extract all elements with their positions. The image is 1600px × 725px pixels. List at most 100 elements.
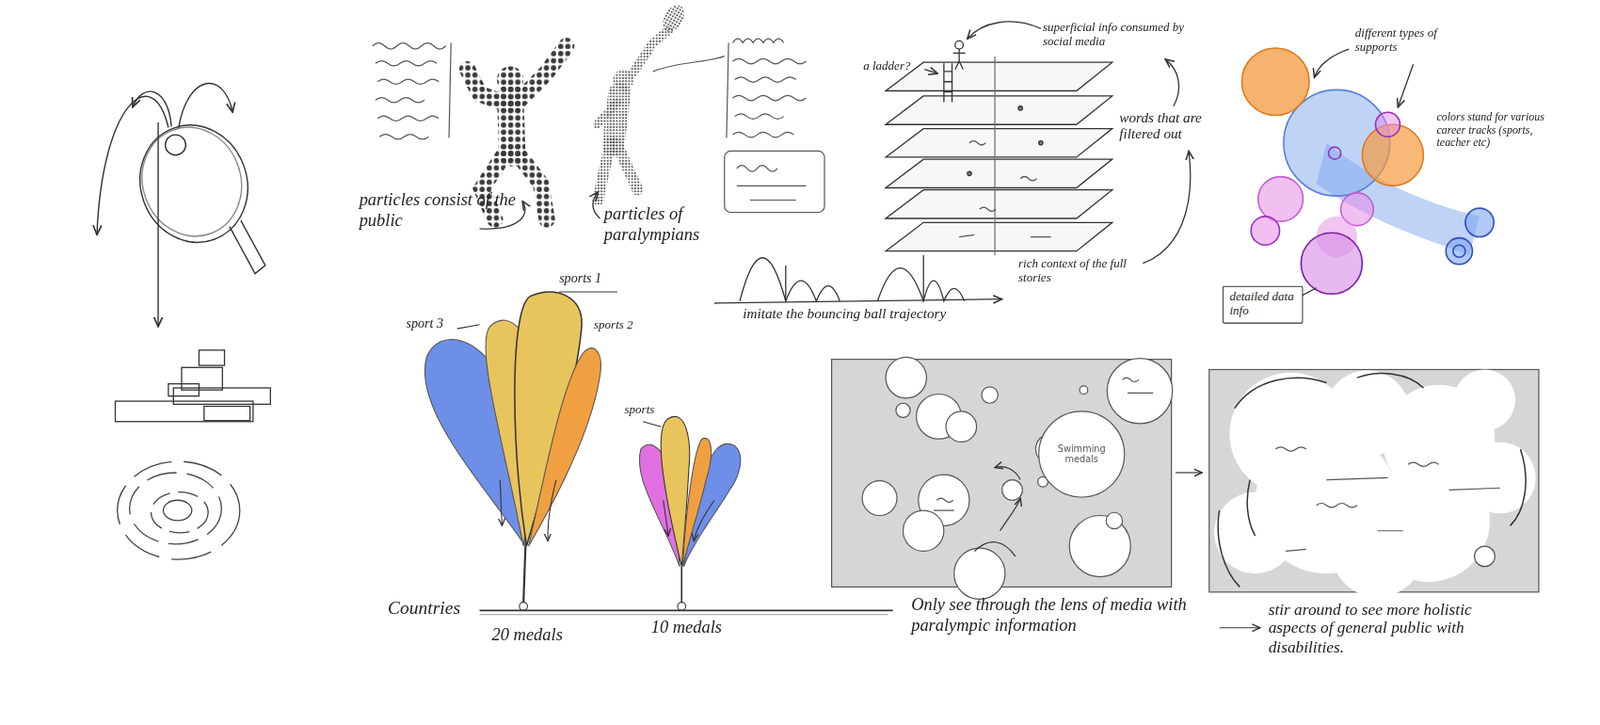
medal-flowers <box>480 613 889 615</box>
support-blobs <box>1453 244 1466 257</box>
layer-stack <box>885 128 1113 158</box>
media-lens-panel <box>945 411 977 443</box>
media-lens-panel <box>999 497 1021 531</box>
media-lens-panel <box>1079 385 1088 395</box>
annotation: particles of paralympians <box>604 204 758 244</box>
support-blobs <box>1241 48 1310 116</box>
medal-flowers <box>480 609 894 612</box>
layer-stack <box>885 222 1113 251</box>
layer-stack <box>1039 141 1043 145</box>
text-squiggles <box>377 115 439 121</box>
annotation: Countries <box>387 596 461 618</box>
bubble-outline <box>1038 410 1126 498</box>
text-squiggles <box>726 43 729 139</box>
public-figure <box>517 153 547 220</box>
paddle-sketch <box>157 122 159 327</box>
layer-stack <box>953 48 966 70</box>
layer-stack <box>885 190 1113 219</box>
stirred-panel <box>1209 368 1539 627</box>
text-squiggles <box>724 150 825 212</box>
text-squiggles <box>732 131 794 137</box>
layer-stack <box>1018 106 1023 111</box>
media-lens-panel <box>862 356 1173 599</box>
text-squiggles <box>377 79 439 84</box>
support-blobs <box>1328 146 1342 160</box>
paralympian-figure <box>616 143 639 191</box>
text-squiggles <box>372 38 825 212</box>
stirred-panel <box>1214 492 1296 575</box>
medal-flowers <box>680 566 683 603</box>
leader-lines <box>592 192 601 219</box>
stacked-blocks <box>115 350 272 422</box>
medal-flowers <box>559 291 618 293</box>
stacked-blocks <box>198 350 224 366</box>
medal-flowers <box>523 545 526 603</box>
text-squiggles <box>750 199 797 201</box>
text-squiggles <box>732 38 784 43</box>
layer-stack <box>959 141 1052 238</box>
media-lens-panel <box>933 377 1153 511</box>
annotation: imitate the bouncing ball trajectory <box>742 305 1010 322</box>
annotation: sports 2 <box>593 318 634 333</box>
bounce-trajectory <box>714 255 1003 304</box>
medal-flowers <box>528 348 602 546</box>
annotation: particles consist of the public <box>359 190 531 230</box>
media-lens-panel <box>1002 480 1024 501</box>
bubble-text-wrap: Swimming medals <box>1045 443 1118 464</box>
layer-stack <box>993 56 995 256</box>
support-blobs <box>1250 216 1280 245</box>
media-lens-panel <box>902 510 944 551</box>
text-squiggles <box>653 56 725 72</box>
stirred-panel <box>1217 372 1526 587</box>
swirl-sketch <box>150 492 208 533</box>
support-blobs <box>1258 176 1304 223</box>
stirred-panel <box>1454 368 1516 431</box>
media-lens-panel <box>1105 512 1122 528</box>
public-figure <box>467 69 509 105</box>
stirred-panel <box>1275 447 1501 552</box>
support-blobs <box>1465 208 1494 237</box>
medal-flowers <box>499 480 502 527</box>
medal-flowers <box>457 324 480 329</box>
text-squiggles <box>736 165 778 173</box>
media-lens-panel <box>832 356 1203 599</box>
paddle-sketch <box>165 134 187 156</box>
annotation: stir around to see more holistic aspects… <box>1268 599 1524 656</box>
swirl-sketch <box>117 461 240 560</box>
support-blobs <box>1397 64 1413 108</box>
bubble-outline <box>1039 411 1125 497</box>
paddle-sketch <box>178 83 233 128</box>
media-lens-panel <box>974 542 1015 557</box>
text-squiggles <box>735 77 797 82</box>
stirred-panel <box>1331 505 1424 598</box>
annotation: rich context of the full stories <box>1018 256 1143 286</box>
annotation: sports 1 <box>559 271 602 287</box>
layer-arrows <box>924 69 938 74</box>
text-squiggles <box>375 61 437 66</box>
text-squiggles <box>736 185 807 187</box>
text-squiggles <box>732 58 806 64</box>
annotation: words that are filtered out <box>1119 110 1240 144</box>
stirred-panel <box>1214 368 1536 597</box>
layer-arrows <box>1165 59 1179 107</box>
media-lens-panel <box>954 547 1006 599</box>
bubble-circle: Swimming medals <box>1038 410 1126 498</box>
paralympian-figure <box>632 31 669 75</box>
text-squiggles <box>372 43 447 50</box>
layer-stack <box>885 40 1113 256</box>
layer-stack <box>885 159 1113 188</box>
layer-stack <box>967 171 972 176</box>
media-lens-panel <box>885 356 927 398</box>
swirl-sketch <box>129 472 223 544</box>
text-squiggles <box>379 134 429 140</box>
medal-flowers <box>677 602 687 611</box>
annotation: colors stand for various career tracks (… <box>1437 110 1568 149</box>
support-blobs <box>1300 232 1362 294</box>
annotation: sports <box>624 402 656 417</box>
text-squiggles <box>735 113 784 119</box>
annotation: a ladder? <box>863 59 911 74</box>
medal-flowers <box>682 437 711 566</box>
node-text: Swimming medals <box>1045 443 1118 464</box>
paddle-sketch <box>229 220 266 273</box>
media-lens-panel <box>981 386 998 403</box>
